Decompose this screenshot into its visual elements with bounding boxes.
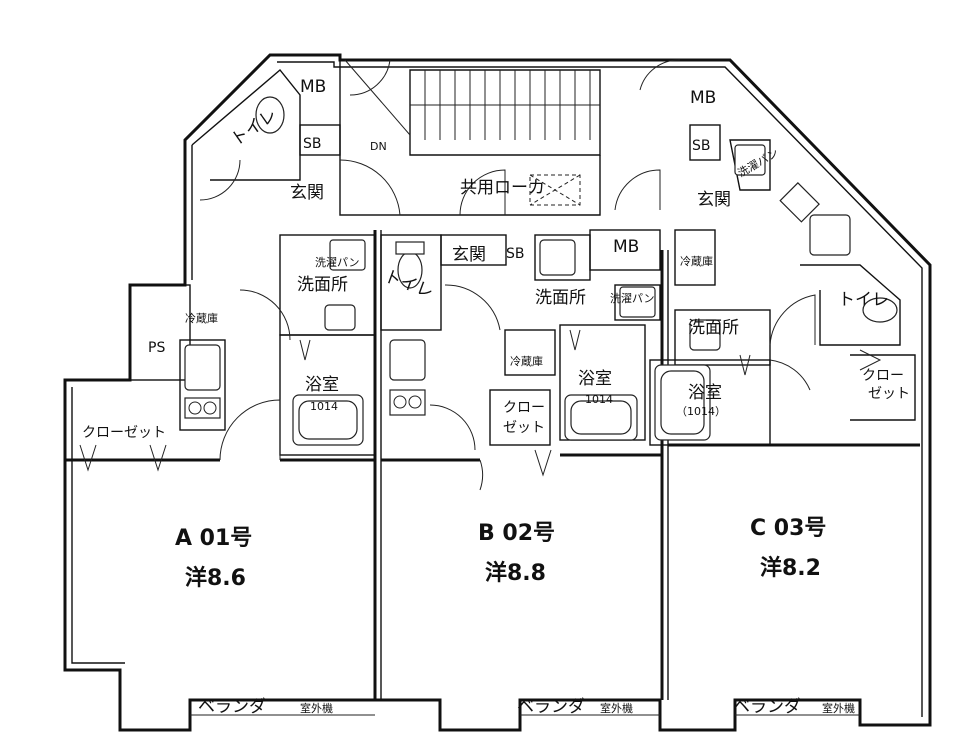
label-washroom-b: 洗面所 (535, 288, 586, 308)
label-laundry-b: 洗濯パン (610, 292, 655, 305)
unit-b-size: 洋8.8 (485, 560, 546, 586)
unit-a-number: A 01号 (175, 526, 252, 551)
closet-markers (79, 329, 882, 477)
unit-c-size: 洋8.2 (760, 555, 821, 581)
label-balcony-c: ベランダ (733, 697, 801, 717)
door-swings (199, 59, 816, 491)
label-closet-b-bottom: ゼット (503, 420, 545, 436)
label-bath-a-size: 1014 (310, 400, 338, 413)
label-closet-c-bottom: ゼット (868, 386, 910, 402)
label-entrance-b: 玄関 (452, 245, 486, 265)
label-entrance-c: 玄関 (697, 190, 731, 210)
label-closet-b-top: クロー (503, 400, 545, 416)
label-sb-a: SB (303, 136, 322, 152)
outer-walls (63, 53, 932, 732)
label-mb-c: MB (690, 88, 716, 108)
label-outdoor-unit-b: 室外機 (600, 701, 633, 715)
label-mb-b: MB (613, 237, 639, 257)
label-closet-c-top: クロー (862, 368, 904, 384)
label-bath-b: 浴室 (578, 369, 612, 389)
unit-b-number: B 02号 (478, 521, 555, 546)
label-outdoor-unit-c: 室外機 (822, 701, 855, 715)
label-balcony-b: ベランダ (517, 697, 585, 717)
interior-walls (65, 59, 920, 700)
label-sb-b: SB (506, 246, 525, 262)
label-laundry-a: 洗濯パン (315, 256, 360, 269)
unit-a-size: 洋8.6 (185, 565, 246, 591)
unit-c-label: C 03号 洋8.2 (750, 516, 826, 581)
label-closet-a: クローゼット (82, 425, 166, 441)
label-washroom-c: 洗面所 (688, 318, 739, 338)
label-bath-b-size: 1014 (585, 393, 613, 406)
label-fridge-a: 冷蔵庫 (185, 311, 218, 325)
label-outdoor-unit-a: 室外機 (300, 701, 333, 715)
room-labels: MB MB MB SB SB SB DN トイレ トイレ トイレ 玄関 玄関 玄… (82, 77, 910, 717)
label-fridge-c: 冷蔵庫 (680, 254, 713, 268)
unit-a-label: A 01号 洋8.6 (175, 526, 252, 591)
label-sb-c: SB (692, 138, 711, 154)
label-ps: PS (148, 340, 165, 356)
label-dn: DN (370, 140, 387, 153)
label-toilet-c: トイレ (838, 290, 889, 310)
label-fridge-b: 冷蔵庫 (510, 354, 543, 368)
label-entrance-a: 玄関 (290, 183, 324, 203)
unit-b-label: B 02号 洋8.8 (478, 521, 555, 586)
unit-c-number: C 03号 (750, 516, 826, 541)
fixtures (184, 96, 898, 446)
label-bath-c: 浴室 (688, 383, 722, 403)
label-washroom-a: 洗面所 (297, 275, 348, 295)
staircase (344, 59, 600, 140)
label-balcony-a: ベランダ (198, 697, 266, 717)
label-bath-c-size: （1014） (676, 405, 726, 418)
label-bath-a: 浴室 (305, 375, 339, 395)
label-mb-a: MB (300, 77, 326, 97)
label-common-corridor: 共用ローカ (460, 178, 545, 198)
